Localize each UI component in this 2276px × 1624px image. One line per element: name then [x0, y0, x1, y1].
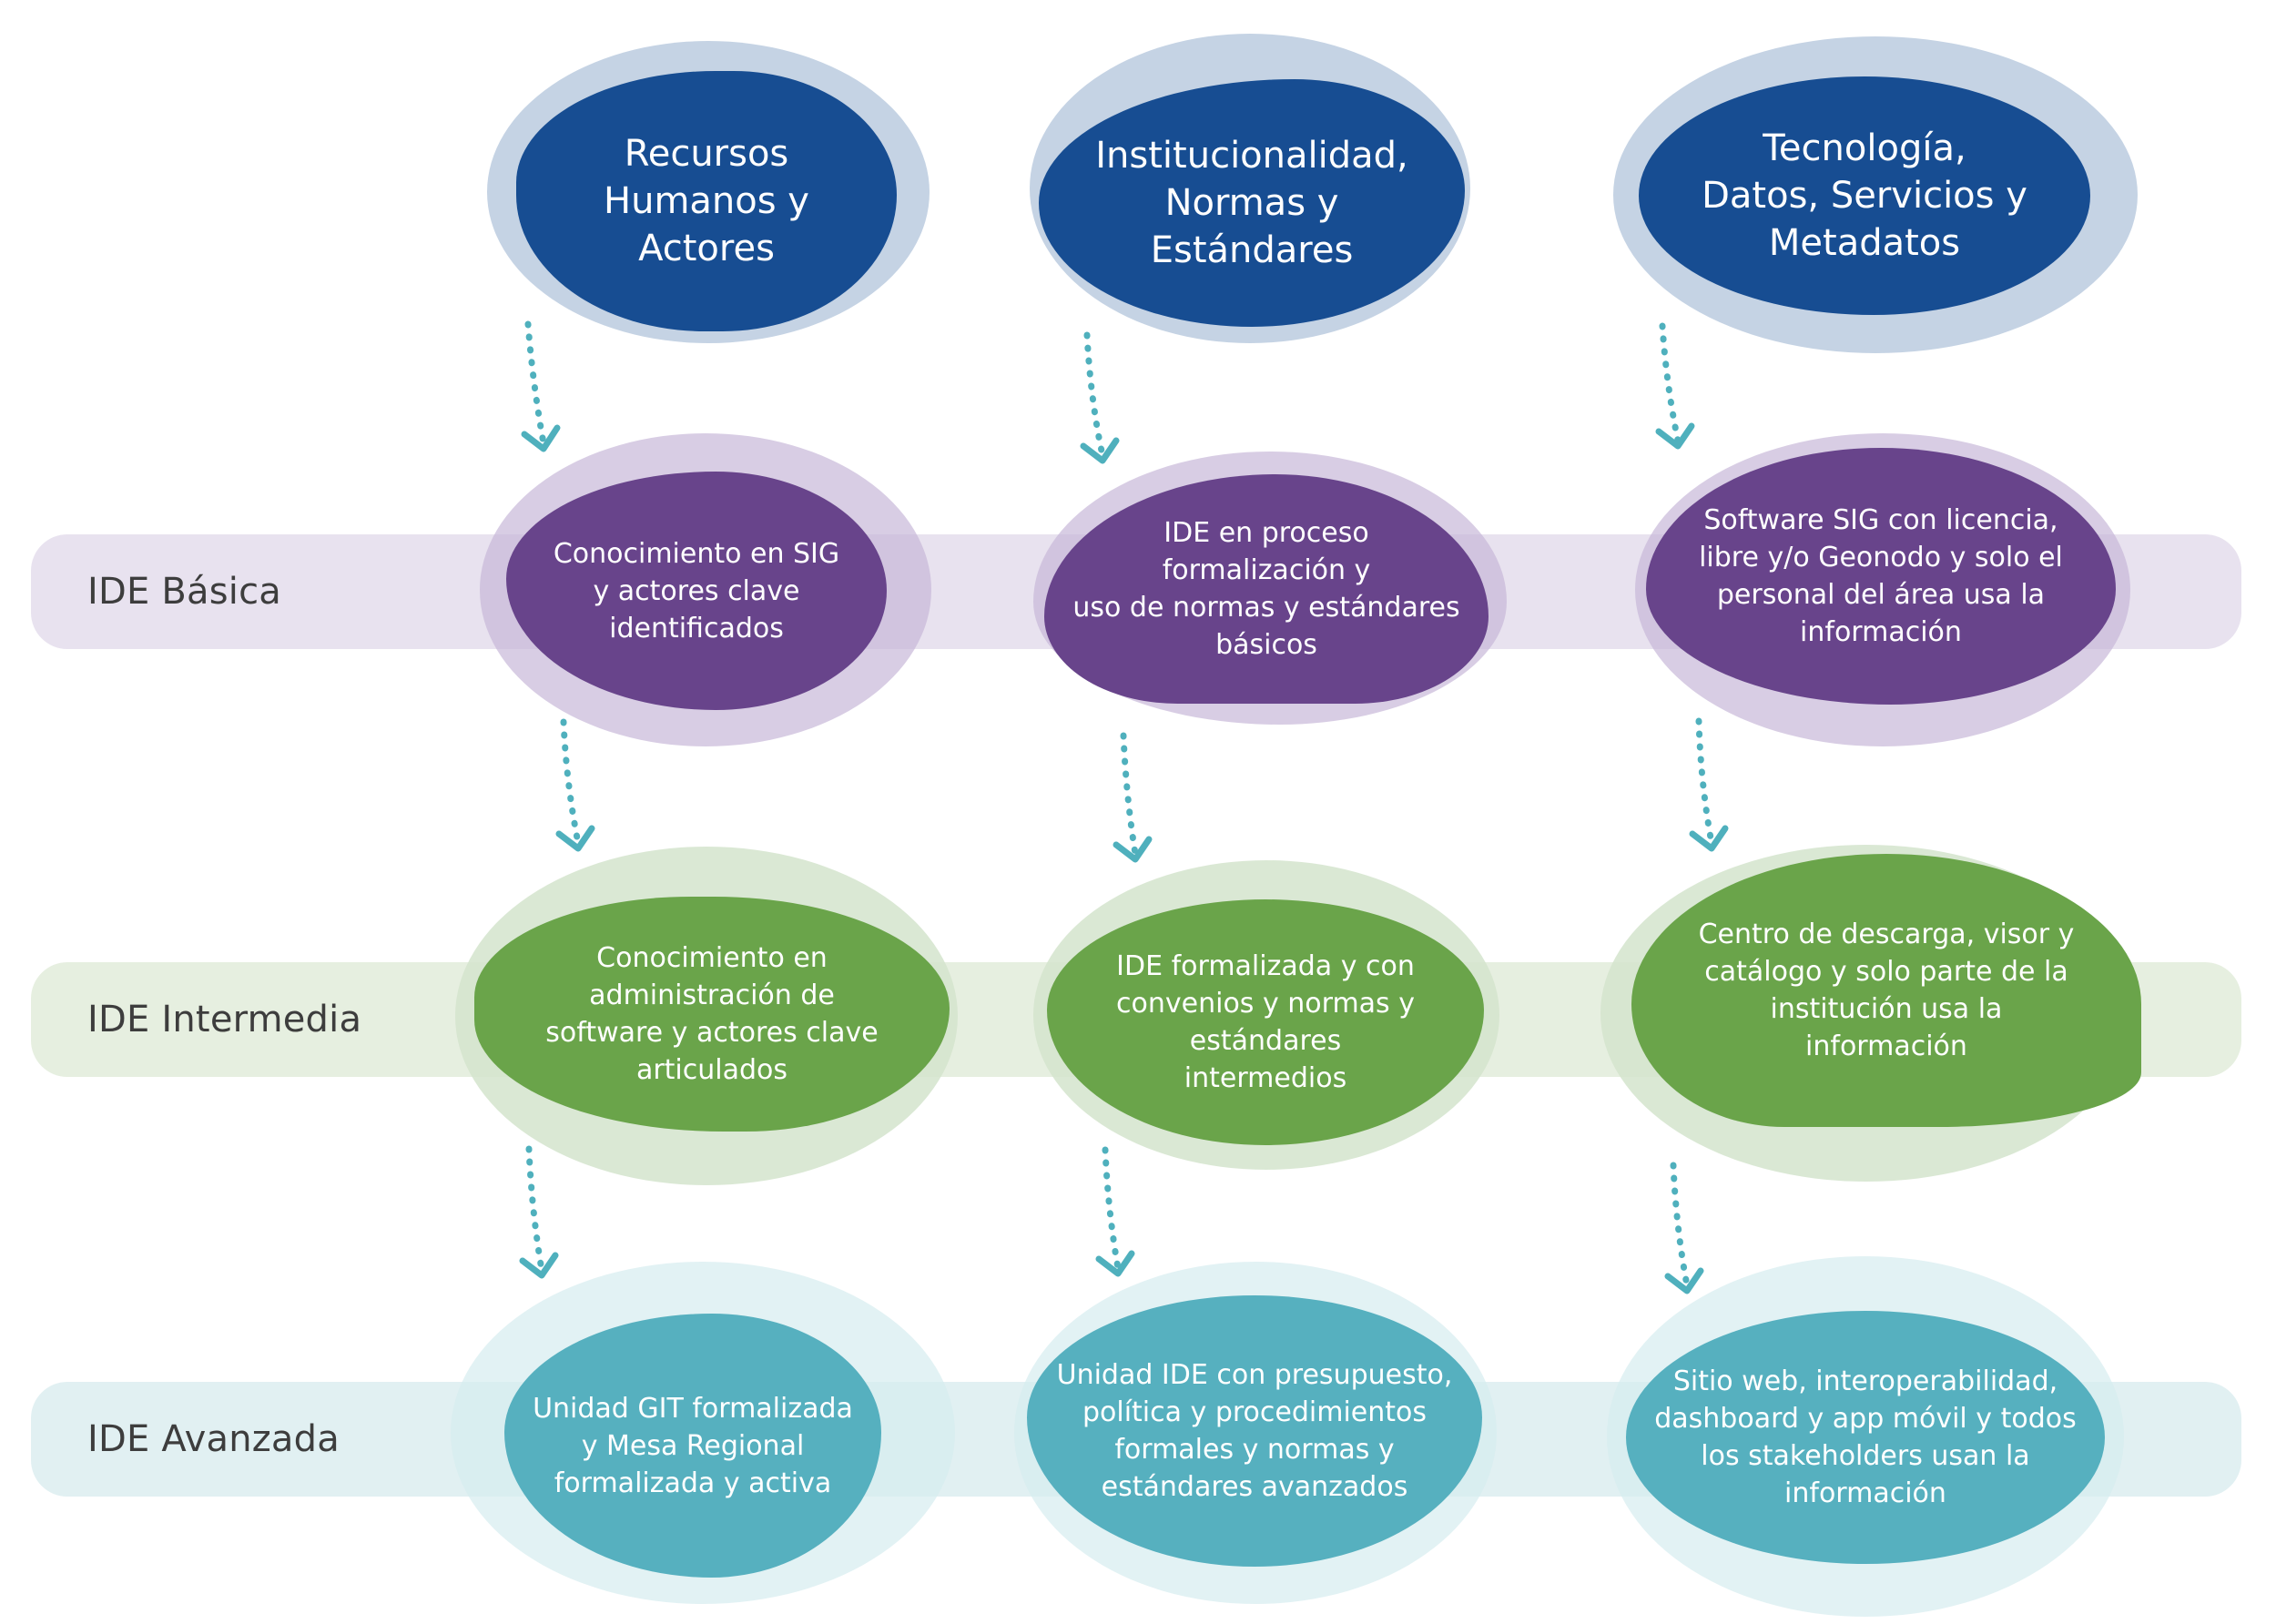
header-node-tecnologia: Tecnología, Datos, Servicios y Metadatos [1639, 76, 2090, 315]
intermedia-text-institucionalidad: IDE formalizada y con convenios y normas… [1116, 950, 1415, 1094]
header-title-recursos: Recursos Humanos y Actores [604, 133, 809, 269]
avanzada-node-tecnologia: Sitio web, interoperabilidad, dashboard … [1626, 1311, 2105, 1564]
intermedia-node-recursos: Conocimiento en administración de softwa… [474, 897, 950, 1132]
avanzada-text-tecnologia: Sitio web, interoperabilidad, dashboard … [1654, 1365, 2077, 1509]
dotted-arrow-down-icon [1689, 717, 1729, 852]
basica-text-recursos: Conocimiento en SIG y actores clave iden… [553, 537, 840, 645]
level-label-basica: IDE Básica [87, 571, 281, 613]
basica-node-tecnologia: Software SIG con licencia, libre y/o Geo… [1646, 448, 2116, 705]
header-title-institucionalidad: Institucionalidad, Normas y Estándares [1095, 135, 1408, 271]
dotted-arrow-down-icon [519, 1145, 559, 1279]
level-label-intermedia: IDE Intermedia [87, 999, 362, 1040]
intermedia-text-tecnologia: Centro de descarga, visor y catálogo y s… [1698, 919, 2075, 1062]
dotted-arrow-down-icon [1664, 1162, 1704, 1294]
intermedia-text-recursos: Conocimiento en administración de softwa… [545, 942, 879, 1086]
dotted-arrow-down-icon [1655, 322, 1695, 450]
avanzada-node-recursos: Unidad GIT formalizada y Mesa Regional f… [504, 1314, 881, 1578]
dotted-arrow-down-icon [1095, 1146, 1135, 1277]
intermedia-node-tecnologia: Centro de descarga, visor y catálogo y s… [1631, 854, 2141, 1127]
dotted-arrow-down-icon [1113, 732, 1153, 863]
level-label-avanzada: IDE Avanzada [87, 1418, 340, 1460]
basica-text-institucionalidad: IDE en proceso formalización y uso de no… [1072, 517, 1460, 661]
dotted-arrow-down-icon [1080, 331, 1120, 464]
dotted-arrow-down-icon [521, 320, 561, 452]
avanzada-text-institucionalidad: Unidad IDE con presupuesto, política y p… [1056, 1359, 1453, 1503]
header-node-recursos: Recursos Humanos y Actores [516, 71, 897, 331]
avanzada-node-institucionalidad: Unidad IDE con presupuesto, política y p… [1027, 1295, 1482, 1567]
basica-node-institucionalidad: IDE en proceso formalización y uso de no… [1044, 474, 1489, 704]
avanzada-text-recursos: Unidad GIT formalizada y Mesa Regional f… [533, 1392, 853, 1499]
basica-text-tecnologia: Software SIG con licencia, libre y/o Geo… [1699, 504, 2063, 648]
header-node-institucionalidad: Institucionalidad, Normas y Estándares [1039, 79, 1465, 327]
header-title-tecnologia: Tecnología, Datos, Servicios y Metadatos [1702, 127, 2027, 264]
dotted-arrow-down-icon [555, 718, 595, 852]
basica-node-recursos: Conocimiento en SIG y actores clave iden… [506, 472, 887, 710]
intermedia-node-institucionalidad: IDE formalizada y con convenios y normas… [1047, 899, 1484, 1145]
